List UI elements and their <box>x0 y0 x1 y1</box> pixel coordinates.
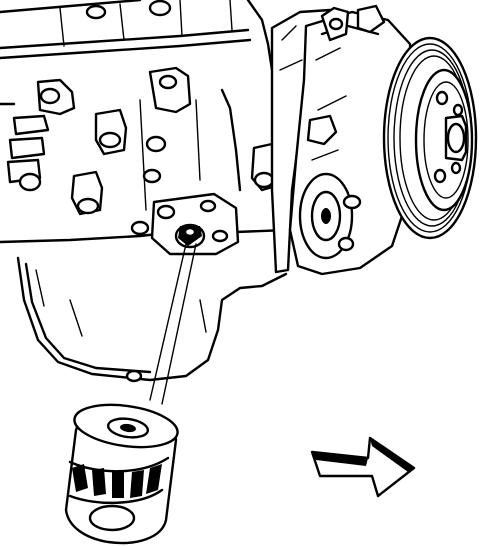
oil-filter <box>64 243 197 545</box>
compressor-drive-pulley <box>382 36 478 240</box>
right-arrow-icon <box>310 436 416 498</box>
oil-pan <box>16 256 288 383</box>
ac-compressor <box>270 4 414 276</box>
oil-filter-mounting-boss <box>150 192 240 256</box>
engine-block <box>0 0 288 244</box>
